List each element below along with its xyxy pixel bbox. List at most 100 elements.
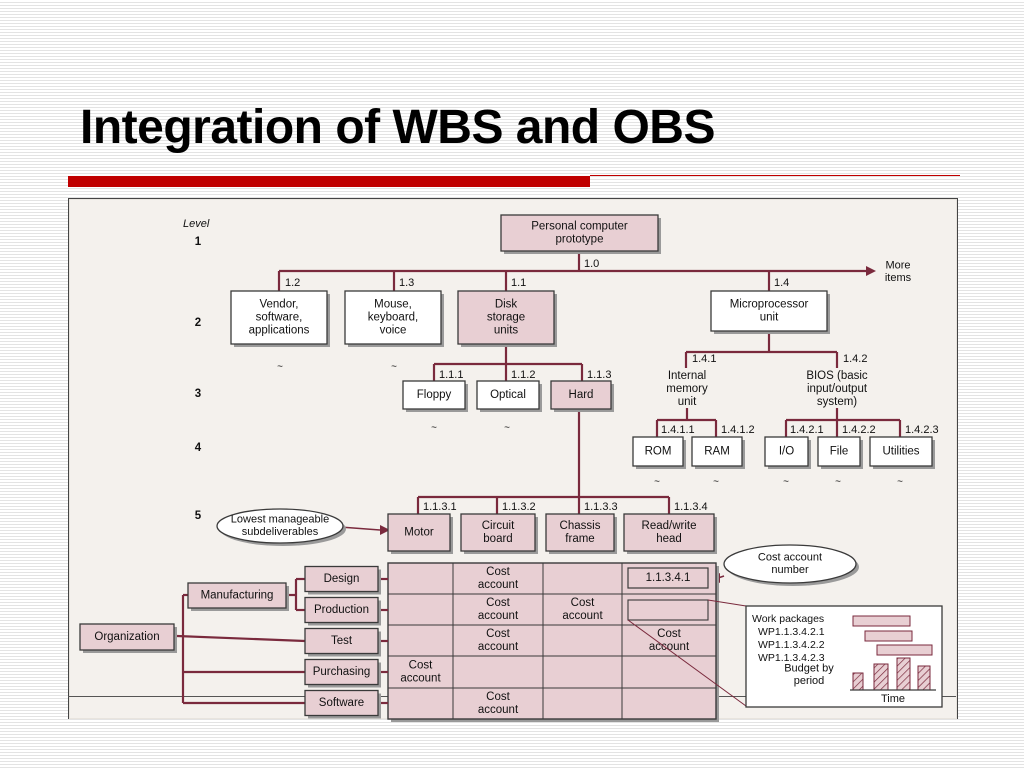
code-chassis: 1.1.3.3 — [584, 501, 618, 513]
lowest-arrow-head — [380, 525, 390, 535]
work-packages-header: Work packages — [752, 613, 824, 625]
level-number-4: 4 — [195, 442, 202, 454]
node-floppy-box — [402, 380, 466, 410]
obs-dept-software-label-line-1: Software — [319, 697, 364, 709]
cost-account-r1c2-line-1: Cost — [486, 566, 510, 578]
node-circuit-box — [460, 513, 536, 552]
budget-bar-4 — [917, 665, 931, 691]
lowest-callout-ellipse — [216, 508, 344, 544]
level-header: Level — [183, 218, 210, 230]
slide-title: Integration of WBS and OBS — [80, 101, 715, 154]
node-mouse-label-line-1: Mouse, — [374, 299, 412, 311]
wp-lead-bottom — [627, 619, 747, 707]
time-label: Time — [881, 693, 905, 705]
node-floppy-label-line-1: Floppy — [417, 389, 452, 401]
node-hard-label-line-1: Hard — [569, 389, 594, 401]
obs-dept-production-label-line-1: Production — [314, 604, 369, 616]
code-readwrite: 1.1.3.4 — [674, 501, 708, 513]
obs-dept-purchasing-label-line-1: Purchasing — [313, 666, 371, 678]
node-micro-label-line-2: unit — [760, 312, 779, 324]
node-vendor-box — [230, 290, 328, 345]
node-ram-label-line-1: RAM — [704, 446, 730, 458]
cost-account-r4c1-line-2: account — [400, 673, 441, 685]
code-rom: 1.4.1.1 — [661, 424, 695, 436]
more-items-line-2: items — [885, 272, 912, 284]
cost-account-r4c1-line-1: Cost — [409, 660, 433, 672]
more-items-arrow — [866, 266, 876, 276]
tilde-io: ~ — [783, 477, 789, 488]
node-root-label-line-1: Personal computer — [531, 221, 628, 233]
budget-by-period-line-2: period — [794, 675, 825, 687]
code-file: 1.4.2.2 — [842, 424, 876, 436]
node-motor-box — [387, 513, 451, 552]
node-disk-label-line-1: Disk — [495, 299, 518, 311]
more-items-line-1: More — [885, 260, 910, 272]
node-vendor-label-line-1: Vendor, — [259, 299, 298, 311]
work-package-item-3: WP1.1.3.4.2.3 — [758, 652, 825, 664]
node-internal-line-1: Internal — [668, 370, 706, 382]
code-ram: 1.4.1.2 — [721, 424, 755, 436]
node-optical-box — [476, 380, 540, 410]
cost-account-r2c2-line-2: account — [478, 610, 519, 622]
cost-code-box — [627, 567, 709, 589]
cost-number-ellipse — [723, 544, 857, 584]
cost-account-r5c2-line-1: Cost — [486, 691, 510, 703]
node-readwrite-label-line-2: head — [656, 533, 682, 545]
level-number-2: 2 — [195, 317, 201, 329]
node-micro-box — [710, 290, 828, 332]
tilde-mouse: ~ — [391, 362, 397, 373]
code-micro: 1.4 — [774, 277, 789, 289]
node-internal-line-3: unit — [678, 396, 697, 408]
tilde-optical: ~ — [504, 423, 510, 434]
node-io-box — [764, 436, 809, 467]
cost-account-r3c2-line-2: account — [478, 641, 519, 653]
cost-account-r1c2-line-2: account — [478, 579, 519, 591]
work-package-outline — [627, 599, 709, 621]
node-ram-box — [691, 436, 743, 467]
obs-dept-design-label-line-1: Design — [324, 573, 360, 585]
org-to-test — [176, 634, 306, 643]
code-motor: 1.1.3.1 — [423, 501, 457, 513]
tilde-utilities: ~ — [897, 477, 903, 488]
cost-number-callout-line-1: Cost account — [758, 552, 822, 564]
obs-manufacturing-box — [187, 582, 287, 609]
node-hard-box — [550, 380, 612, 410]
cost-account-r3c4-line-2: account — [649, 641, 690, 653]
cost-account-r2c3-line-2: account — [562, 610, 603, 622]
node-utilities-box — [869, 436, 933, 467]
node-readwrite-label-line-1: Read/write — [642, 520, 697, 532]
node-internal-line-2: memory — [666, 383, 708, 395]
node-circuit-label-line-1: Circuit — [482, 520, 515, 532]
code-vendor: 1.2 — [285, 277, 300, 289]
code-root: 1.0 — [584, 258, 599, 270]
node-motor-label-line-1: Motor — [404, 527, 434, 539]
cost-account-r2c3-line-1: Cost — [571, 597, 595, 609]
code-circuit: 1.1.3.2 — [502, 501, 536, 513]
level-number-3: 3 — [195, 388, 201, 400]
node-mouse-label-line-2: keyboard, — [368, 312, 419, 324]
node-vendor-label-line-3: applications — [249, 325, 310, 337]
node-disk-box — [457, 290, 555, 345]
node-file-label-line-1: File — [830, 446, 849, 458]
title-rule-red — [68, 176, 590, 187]
lowest-callout-line-1: Lowest manageable — [231, 514, 329, 526]
tilde-ram: ~ — [713, 477, 719, 488]
obs-dept-production-box — [304, 596, 379, 624]
tilde-floppy: ~ — [431, 423, 437, 434]
work-package-item-1: WP1.1.3.4.2.1 — [758, 626, 825, 638]
budget-by-period-line-1: Budget by — [784, 663, 834, 675]
node-utilities-label-line-1: Utilities — [882, 446, 919, 458]
cost-account-code: 1.1.3.4.1 — [646, 572, 691, 584]
tilde-file: ~ — [835, 477, 841, 488]
node-disk-label-line-3: units — [494, 325, 519, 337]
node-rom-label-line-1: ROM — [645, 446, 672, 458]
code-internal: 1.4.1 — [692, 353, 716, 365]
budget-bar-3 — [896, 657, 911, 691]
lowest-arrow-line — [339, 526, 381, 531]
node-mouse-box — [344, 290, 442, 345]
obs-manufacturing-label-line-1: Manufacturing — [201, 590, 274, 602]
obs-dept-design-box — [304, 565, 379, 593]
code-hard: 1.1.3 — [587, 369, 611, 381]
tilde-vendor: ~ — [277, 362, 283, 373]
